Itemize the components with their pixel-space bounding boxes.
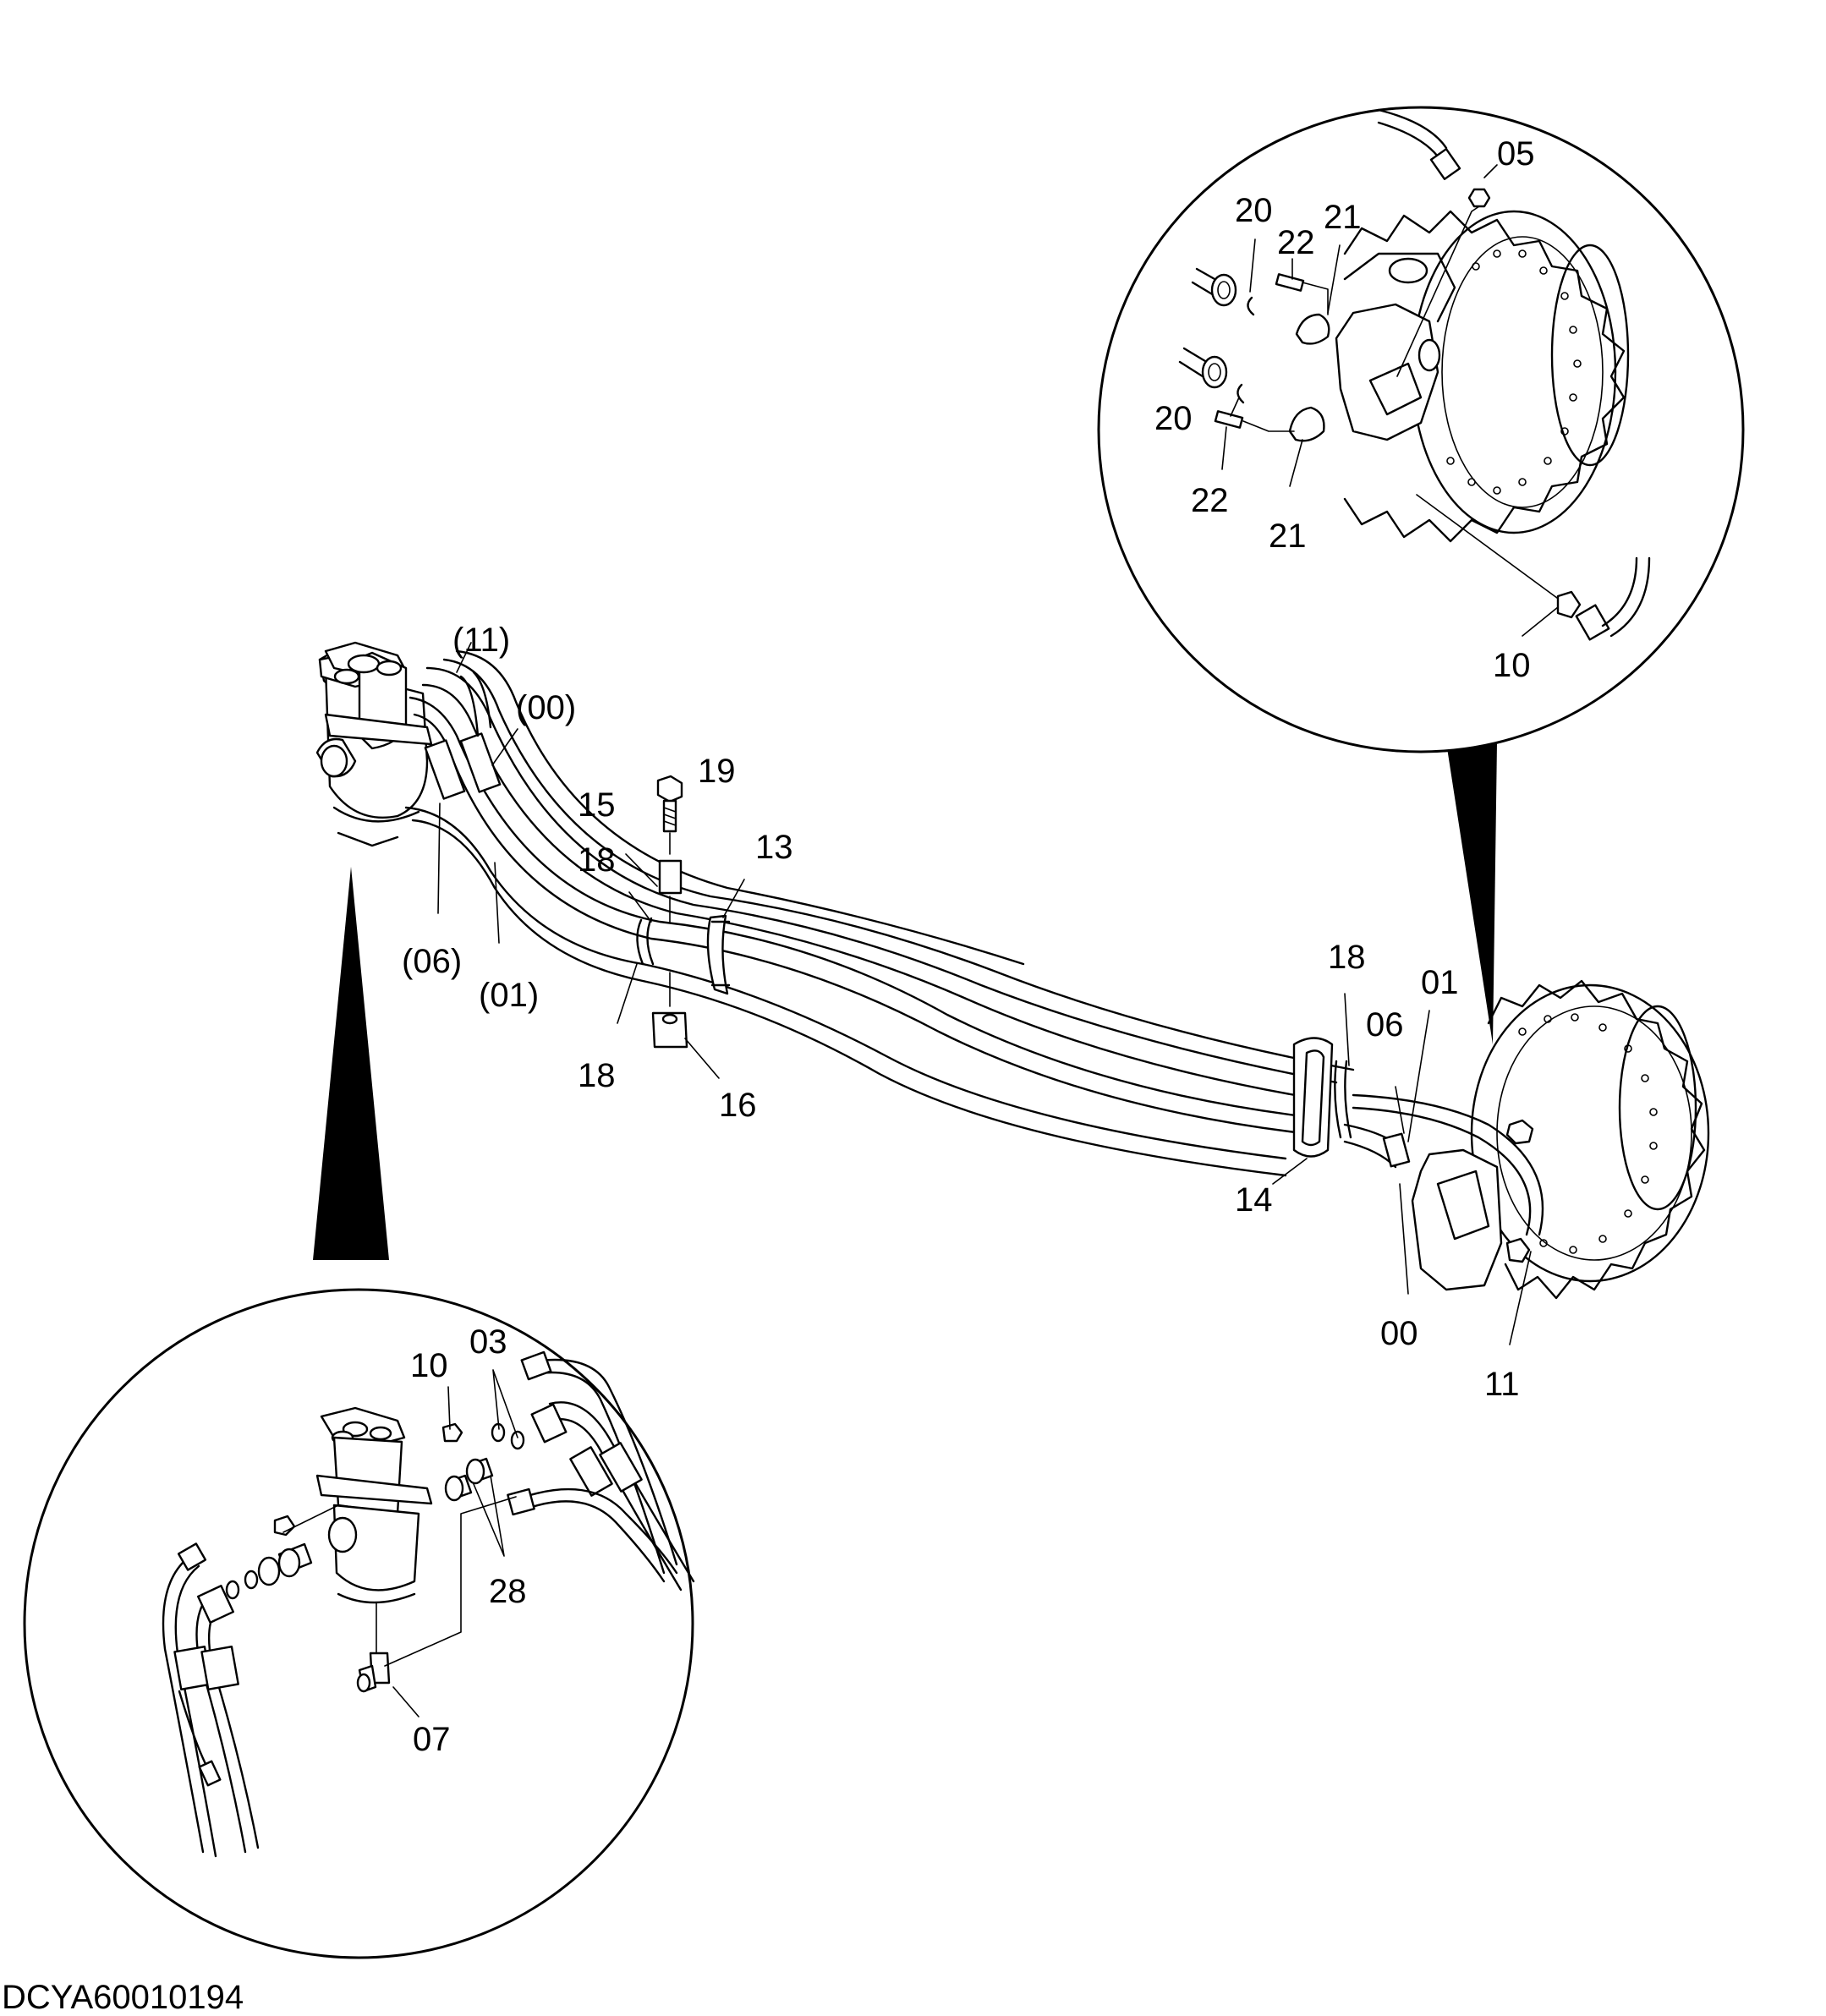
label-01: 01 — [1421, 964, 1459, 1001]
label-21-lower: 21 — [1269, 518, 1307, 555]
label-10-upper: 10 — [1493, 647, 1531, 684]
label-18-upper: 18 — [578, 841, 616, 879]
label-21-upper: 21 — [1324, 199, 1362, 236]
label-28: 28 — [489, 1573, 527, 1610]
plate-nut-16 — [651, 1011, 688, 1049]
label-18-lower: 18 — [578, 1057, 616, 1094]
label-06: 06 — [1366, 1006, 1404, 1044]
detail-circle-travel-motor — [1097, 106, 1745, 1044]
label-01-paren: (01) — [479, 977, 539, 1014]
label-19: 19 — [698, 753, 736, 790]
label-15: 15 — [578, 786, 616, 824]
label-00-paren: (00) — [516, 689, 576, 726]
clamp-18-upper — [636, 918, 644, 966]
label-07: 07 — [413, 1721, 451, 1758]
label-10-lower: 10 — [410, 1347, 448, 1384]
fitting-07 — [356, 1652, 391, 1693]
detail-pointer-lower — [313, 867, 389, 1260]
label-06-paren: (06) — [402, 943, 462, 980]
label-13: 13 — [755, 829, 793, 866]
label-05: 05 — [1497, 135, 1535, 173]
label-11-paren: (11) — [452, 622, 510, 659]
label-22-lower: 22 — [1191, 482, 1229, 519]
plug-10-detail — [1556, 590, 1582, 619]
label-14: 14 — [1235, 1181, 1273, 1219]
plate-15 — [658, 859, 683, 895]
label-03: 03 — [469, 1323, 507, 1361]
label-16: 16 — [719, 1087, 757, 1124]
label-18-right: 18 — [1328, 939, 1366, 976]
sprocket-detail — [1335, 210, 1630, 543]
grommet-13 — [706, 914, 731, 995]
main-assembly — [313, 641, 1710, 1345]
hose-bundle — [404, 649, 1355, 1177]
label-11: 11 — [1484, 1366, 1520, 1403]
travel-motor-main — [1343, 979, 1710, 1300]
center-joint — [315, 641, 433, 847]
drawing-code: DCYA60010194 — [2, 1979, 244, 2016]
plug-10-lower — [441, 1422, 463, 1443]
label-20-lower: 20 — [1154, 400, 1193, 437]
detail-pointer-upper — [1446, 742, 1497, 1044]
plug-05 — [1467, 188, 1491, 208]
label-22-upper: 22 — [1277, 224, 1315, 261]
bolt-19 — [656, 775, 683, 855]
label-20-upper: 20 — [1235, 192, 1273, 229]
detail-circle-center-joint — [23, 1288, 695, 1959]
grommet-14 — [1292, 1037, 1334, 1158]
adapter-28 — [444, 1457, 494, 1502]
label-00: 00 — [1380, 1315, 1418, 1352]
part-number-labels: 05 20 22 21 20 22 21 10 (11) (00) (06) (… — [2, 135, 1535, 2016]
